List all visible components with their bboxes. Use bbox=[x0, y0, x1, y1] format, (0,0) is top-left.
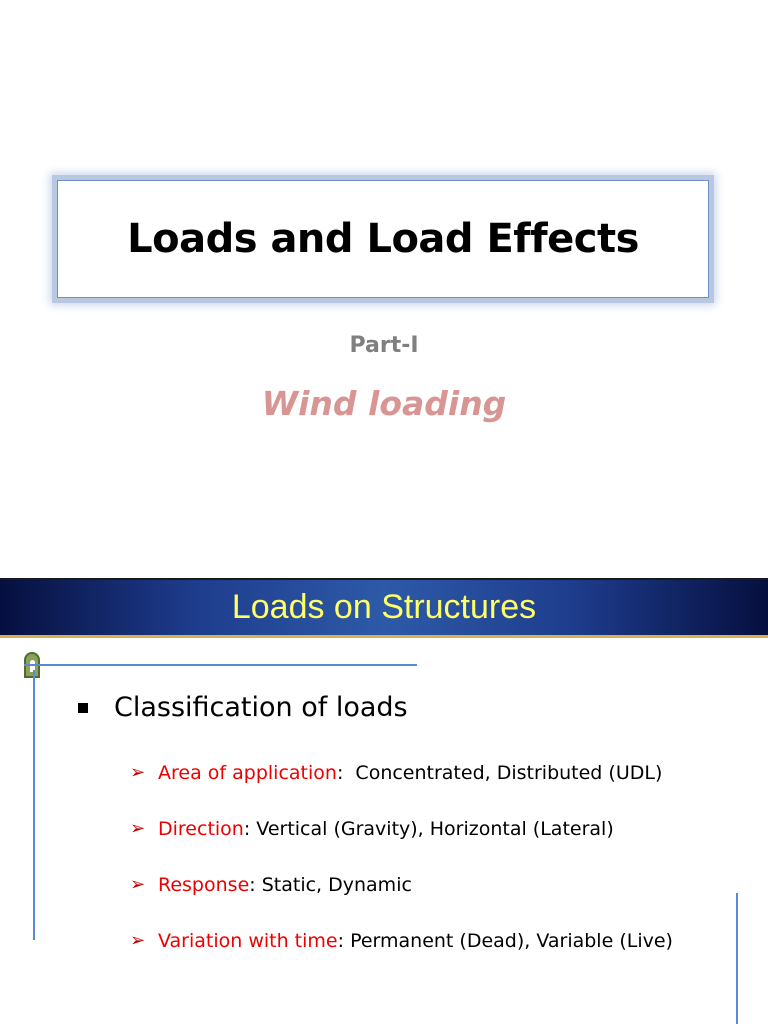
accent-vertical-line bbox=[33, 670, 35, 940]
item-value: Permanent (Dead), Variable (Live) bbox=[350, 930, 673, 952]
slide-title-text: Loads and Load Effects bbox=[127, 216, 639, 262]
item-sep: : bbox=[243, 818, 257, 840]
arrow-bullet-icon: ➢ bbox=[130, 930, 146, 951]
accent-line bbox=[24, 664, 417, 666]
header-underline bbox=[0, 635, 768, 638]
item-key: Area of application bbox=[158, 762, 337, 784]
list-item: ➢ Area of application: Concentrated, Dist… bbox=[130, 758, 750, 814]
slide-title: Loads and Load Effects Part-I Wind loadi… bbox=[57, 180, 709, 423]
slide-header-bar: Loads on Structures bbox=[0, 578, 768, 635]
title-box: Loads and Load Effects bbox=[57, 180, 709, 298]
list-item: ➢ Direction: Vertical (Gravity), Horizont… bbox=[130, 814, 750, 870]
item-sep: : bbox=[249, 874, 262, 896]
main-bullet-text: Classification of loads bbox=[114, 692, 408, 723]
item-value: Static, Dynamic bbox=[261, 874, 412, 896]
subtitle-topic: Wind loading bbox=[261, 384, 507, 423]
slide-header-text: Loads on Structures bbox=[231, 588, 537, 626]
item-value: Concentrated, Distributed (UDL) bbox=[355, 762, 663, 784]
arrow-bullet-icon: ➢ bbox=[130, 762, 146, 783]
right-vertical-line bbox=[736, 893, 738, 1024]
arrow-bullet-icon: ➢ bbox=[130, 818, 146, 839]
slide-loads-on-structures: Loads on Structures Classification of lo… bbox=[0, 578, 768, 1024]
item-key: Response bbox=[158, 874, 250, 896]
item-value: Vertical (Gravity), Horizontal (Lateral) bbox=[256, 818, 614, 840]
list-item: ➢ Variation with time: Permanent (Dead), … bbox=[130, 926, 750, 996]
list-item: ➢ Response: Static, Dynamic bbox=[130, 870, 750, 926]
arrow-bullet-icon: ➢ bbox=[130, 874, 146, 895]
sub-bullet-list: ➢ Area of application: Concentrated, Dist… bbox=[130, 758, 750, 996]
item-key: Variation with time bbox=[158, 930, 338, 952]
item-key: Direction bbox=[158, 818, 244, 840]
item-sep: : bbox=[337, 930, 351, 952]
square-bullet-icon bbox=[78, 702, 88, 713]
item-sep: : bbox=[336, 762, 356, 784]
main-bullet: Classification of loads bbox=[78, 692, 408, 723]
subtitle-part: Part-I bbox=[349, 333, 419, 358]
